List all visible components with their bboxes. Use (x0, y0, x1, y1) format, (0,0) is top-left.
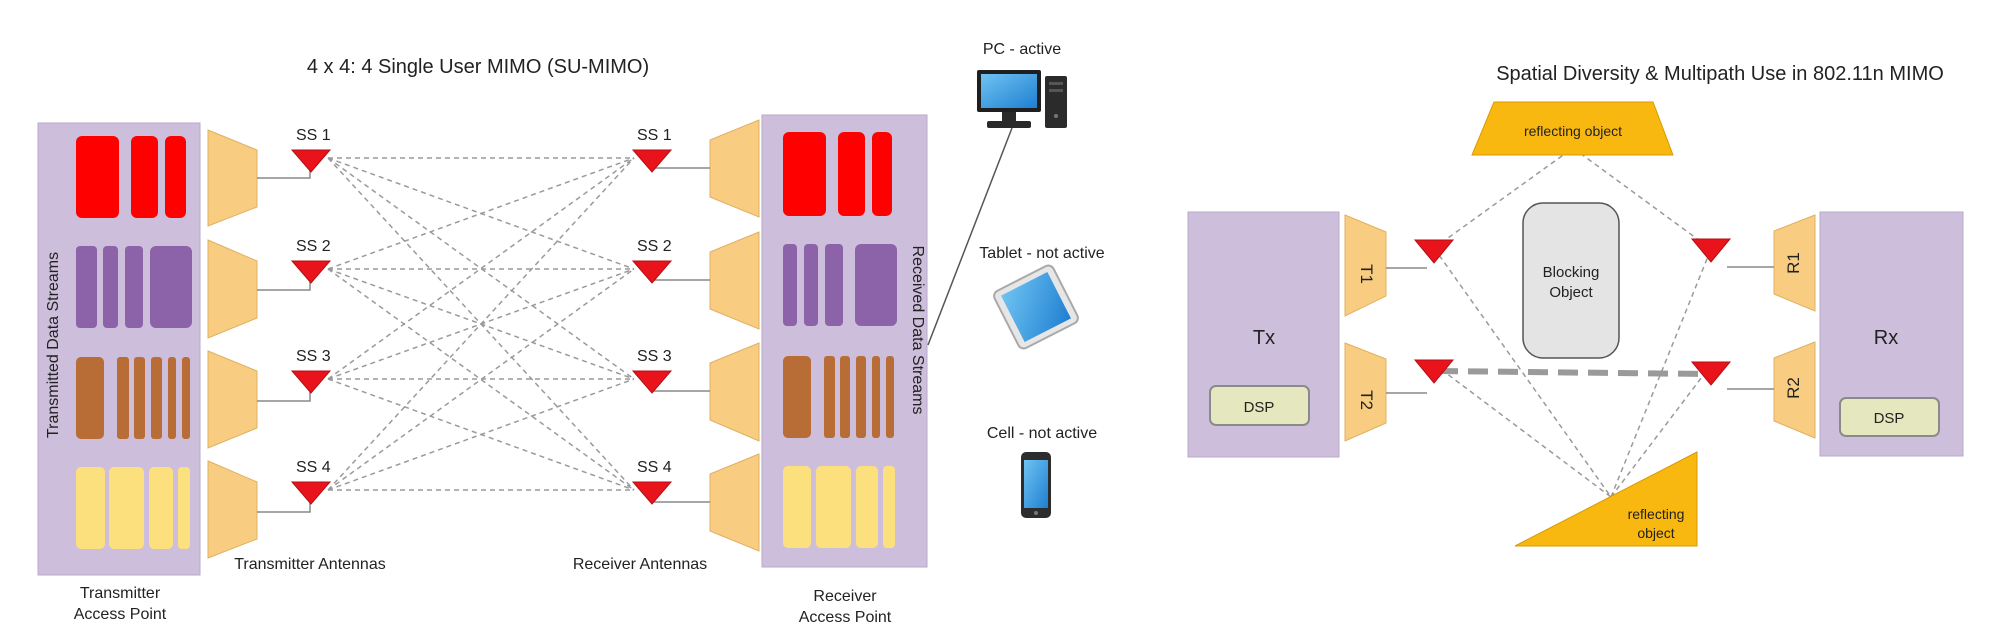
reflecting-object-bottom (1514, 451, 1698, 547)
rx-antenna-3 (631, 370, 673, 394)
tx-stream-4 (76, 467, 190, 549)
rx-ss-label-3: SS 3 (637, 348, 672, 365)
reflecting-object-bottom-label-line1: reflecting (1628, 506, 1685, 522)
transmitted-data-streams-label: Transmitted Data Streams (45, 252, 62, 438)
su-mimo-title: 4 x 4: 4 Single User MIMO (SU-MIMO) (307, 56, 649, 78)
rx-stream-1 (783, 132, 892, 216)
receiver-antennas-label: Receiver Antennas (573, 556, 707, 573)
receiver-ap-label-line1: Receiver (813, 588, 877, 605)
tx-antenna-t1 (1413, 239, 1455, 264)
tx-stream-3 (76, 357, 190, 439)
rx-label: Rx (1874, 327, 1898, 349)
tx-antenna-3 (290, 370, 332, 394)
rx-dsp-box (1839, 397, 1940, 437)
tx-ss-label-4: SS 4 (296, 459, 331, 476)
rx-stream-2 (783, 244, 897, 326)
tx-label: Tx (1253, 327, 1275, 349)
tx-antennas (290, 149, 332, 505)
reflecting-object-top (1471, 101, 1674, 156)
right-feed-lines (1386, 266, 1774, 394)
rx-antenna-r2 (1690, 361, 1732, 386)
transmitter-ap-label-line2: Access Point (74, 606, 167, 623)
rx-antenna-label-r1: R1 (1784, 252, 1803, 274)
rx-antenna-r1 (1690, 238, 1732, 263)
rx-antenna-label-r2: R2 (1784, 377, 1803, 399)
device-label-cell: Cell - not active (987, 425, 1097, 442)
tx-antenna-label-t1: T1 (1357, 264, 1376, 284)
rx-ss-label-2: SS 2 (637, 238, 672, 255)
tx-horns (1344, 214, 1387, 442)
rx-antenna-1 (631, 149, 673, 173)
blocking-object-label-line2: Object (1549, 284, 1593, 301)
tx-antenna-label-t2: T2 (1357, 390, 1376, 410)
tx-ss-label-3: SS 3 (296, 348, 331, 365)
multipath-diagram: Spatial Diversity & Multipath Use in 802… (1187, 63, 1964, 547)
blocking-object-label-line1: Blocking (1543, 264, 1600, 281)
rx-stream-3 (783, 356, 894, 438)
device-label-pc: PC - active (983, 41, 1061, 58)
tx-antenna-1 (290, 149, 332, 173)
rx-antennas (631, 149, 673, 505)
tx-dsp-box (1209, 385, 1310, 426)
tx-antenna-2 (290, 260, 332, 284)
reflecting-object-bottom-label-line2: object (1637, 525, 1674, 541)
direct-path (1437, 368, 1707, 377)
tx-ss-label-1: SS 1 (296, 127, 331, 144)
tx-horn-antennas (207, 129, 258, 559)
rx-dsp-label: DSP (1874, 410, 1905, 427)
rx-horns (1773, 214, 1816, 439)
tx-antenna-t2 (1413, 359, 1455, 384)
receiver-ap-label-line2: Access Point (799, 609, 892, 626)
rx-antenna-2 (631, 260, 673, 284)
rx-horn-antennas (709, 119, 760, 552)
tx-ss-label-2: SS 2 (296, 238, 331, 255)
tx-stream-1 (76, 136, 186, 218)
tx-antenna-4 (290, 481, 332, 505)
multipath-ray-paths (1433, 147, 1712, 498)
su-mimo-diagram: 4 x 4: 4 Single User MIMO (SU-MIMO) Tran… (37, 41, 1105, 626)
mimo-channel-paths (327, 157, 635, 491)
device-label-tablet: Tablet - not active (979, 245, 1105, 262)
rx-ss-label-4: SS 4 (637, 459, 672, 476)
pc-link-line (927, 127, 1013, 346)
rx-stream-4 (783, 466, 895, 548)
tx-stream-2 (76, 246, 192, 328)
transmitter-ap-label-line1: Transmitter (80, 585, 161, 602)
tablet-icon (993, 264, 1079, 350)
smartphone-icon (1021, 452, 1051, 518)
blocking-object (1522, 202, 1620, 359)
reflecting-object-top-label: reflecting object (1524, 123, 1622, 139)
desktop-pc-icon (977, 70, 1067, 128)
multipath-title: Spatial Diversity & Multipath Use in 802… (1496, 63, 1944, 85)
received-data-streams-label: Received Data Streams (909, 246, 926, 415)
right-antennas (1413, 238, 1732, 386)
transmitter-antennas-label: Transmitter Antennas (234, 556, 385, 573)
rx-ss-label-1: SS 1 (637, 127, 672, 144)
rx-antenna-4 (631, 481, 673, 505)
tx-dsp-label: DSP (1244, 399, 1275, 416)
